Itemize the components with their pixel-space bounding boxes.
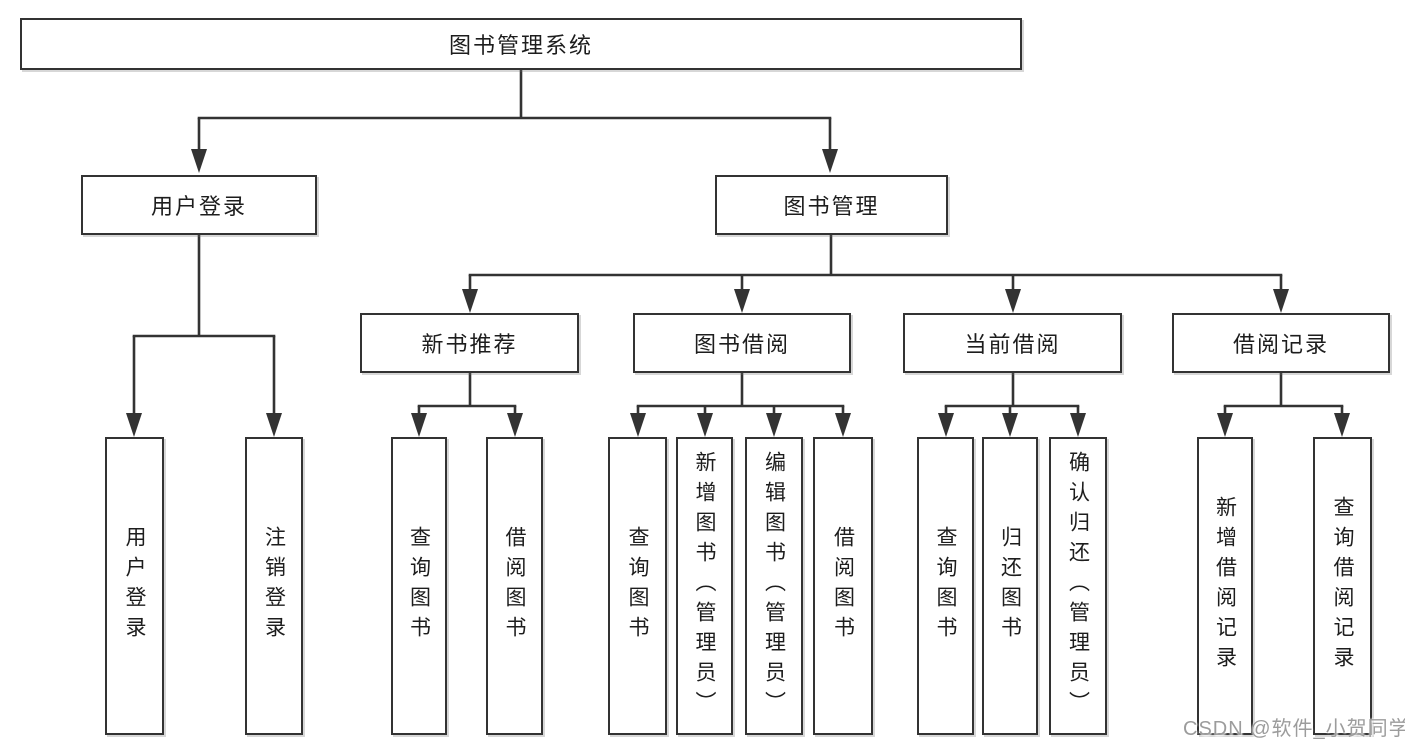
- node-leaf-br-query-record: 查询借阅记录: [1313, 437, 1372, 735]
- arrowhead-icon: [835, 413, 851, 437]
- node-leaf-user-login-label: 用户登录: [123, 526, 147, 646]
- node-new-book-recommend-label: 新书推荐: [421, 332, 518, 357]
- node-borrow-record-label: 借阅记录: [1232, 332, 1329, 357]
- node-book-borrow-label: 图书借阅: [693, 332, 790, 357]
- arrowhead-icon: [462, 289, 478, 313]
- arrowhead-icon: [1273, 289, 1289, 313]
- arrowhead-icon: [1005, 289, 1021, 313]
- node-book-borrow: 图书借阅: [633, 313, 851, 373]
- node-leaf-nbr-query-book: 查询图书: [391, 437, 447, 735]
- node-leaf-br-add-record: 新增借阅记录: [1197, 437, 1253, 735]
- arrowhead-icon: [411, 413, 427, 437]
- node-new-book-recommend: 新书推荐: [360, 313, 579, 373]
- arrowhead-icon: [1070, 413, 1086, 437]
- arrowhead-icon: [1002, 413, 1018, 437]
- node-leaf-bb-borrow-book-label: 借阅图书: [831, 526, 855, 646]
- arrowhead-icon: [766, 413, 782, 437]
- arrowhead-icon: [126, 413, 142, 437]
- arrowhead-icon: [630, 413, 646, 437]
- node-leaf-bb-add-book-label: 新增图书（管理员）: [693, 451, 717, 721]
- node-leaf-cb-return-book: 归还图书: [982, 437, 1038, 735]
- node-book-management-label: 图书管理: [783, 194, 880, 219]
- arrowhead-icon: [1334, 413, 1350, 437]
- node-leaf-br-add-record-label: 新增借阅记录: [1213, 496, 1237, 676]
- node-current-borrow-label: 当前借阅: [964, 332, 1061, 357]
- node-leaf-br-query-record-label: 查询借阅记录: [1331, 496, 1355, 676]
- arrowhead-icon: [1217, 413, 1233, 437]
- node-borrow-record: 借阅记录: [1172, 313, 1390, 373]
- node-leaf-bb-query-book-label: 查询图书: [626, 526, 650, 646]
- arrowhead-icon: [507, 413, 523, 437]
- node-user-login: 用户登录: [81, 175, 317, 235]
- arrowhead-icon: [822, 149, 838, 173]
- node-leaf-nbr-borrow-book-label: 借阅图书: [503, 526, 527, 646]
- node-leaf-cb-confirm-return: 确认归还（管理员）: [1049, 437, 1107, 735]
- node-leaf-user-login: 用户登录: [105, 437, 164, 735]
- node-leaf-bb-add-book: 新增图书（管理员）: [676, 437, 733, 735]
- node-root-label: 图书管理系统: [448, 33, 593, 58]
- arrowhead-icon: [938, 413, 954, 437]
- node-leaf-logout: 注销登录: [245, 437, 303, 735]
- arrowhead-icon: [734, 289, 750, 313]
- arrowhead-icon: [191, 149, 207, 173]
- node-current-borrow: 当前借阅: [903, 313, 1122, 373]
- watermark: CSDN @软件_小贺同学: [1183, 718, 1405, 740]
- node-leaf-bb-borrow-book: 借阅图书: [813, 437, 873, 735]
- node-leaf-cb-confirm-return-label: 确认归还（管理员）: [1066, 451, 1090, 721]
- node-leaf-cb-return-book-label: 归还图书: [998, 526, 1022, 646]
- node-leaf-cb-query-book: 查询图书: [917, 437, 974, 735]
- node-leaf-logout-label: 注销登录: [262, 526, 286, 646]
- node-leaf-nbr-query-book-label: 查询图书: [407, 526, 431, 646]
- arrowhead-icon: [697, 413, 713, 437]
- node-root: 图书管理系统: [20, 18, 1022, 70]
- node-leaf-cb-query-book-label: 查询图书: [934, 526, 958, 646]
- node-leaf-nbr-borrow-book: 借阅图书: [486, 437, 543, 735]
- node-leaf-bb-edit-book: 编辑图书（管理员）: [745, 437, 803, 735]
- node-leaf-bb-query-book: 查询图书: [608, 437, 667, 735]
- arrowhead-icon: [266, 413, 282, 437]
- node-book-management: 图书管理: [715, 175, 948, 235]
- node-user-login-label: 用户登录: [150, 194, 247, 219]
- node-leaf-bb-edit-book-label: 编辑图书（管理员）: [762, 451, 786, 721]
